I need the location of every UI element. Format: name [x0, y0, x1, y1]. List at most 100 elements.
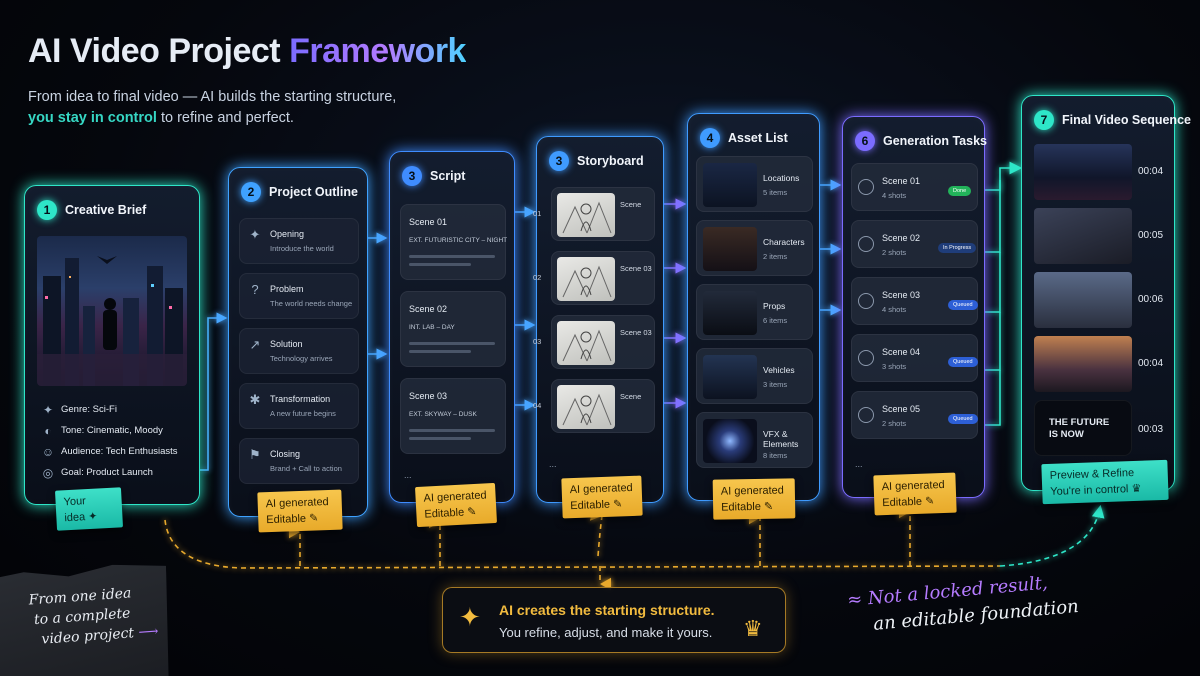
more-indicator: ... [855, 459, 863, 469]
sketch-image [557, 385, 615, 429]
status-ring-icon [858, 236, 874, 252]
asset-count: 2 items [763, 252, 788, 261]
step-number: 6 [855, 131, 875, 151]
script-line [409, 263, 471, 266]
outline-item-title: Transformation [270, 394, 331, 404]
target-icon: ◎ [42, 466, 54, 480]
storyboard-frame[interactable]: Scene 03 [551, 315, 655, 369]
task-scene: Scene 03 [882, 290, 921, 300]
scene-title: Scene 01 [409, 217, 448, 227]
scene-heading: INT. LAB – DAY [409, 324, 455, 331]
outline-item-title: Opening [270, 229, 305, 239]
video-clip[interactable] [1034, 144, 1132, 200]
brief-field: Audience: Tech Enthusiasts [61, 446, 178, 457]
transform-icon: ✱ [249, 392, 261, 407]
status-badge: In Progress [938, 243, 977, 253]
clip-duration: 00:03 [1138, 424, 1164, 435]
clip-duration: 00:04 [1138, 358, 1164, 369]
flag-icon: ⚑ [249, 447, 261, 462]
connector-wire [590, 508, 603, 557]
connector-wire [985, 312, 1001, 371]
outline-item-title: Solution [270, 339, 303, 349]
asset-thumbnail [703, 291, 757, 335]
connector-wire [985, 161, 1023, 191]
lightbulb-icon: ✦ [42, 403, 54, 417]
status-badge: Queued [948, 357, 978, 367]
storyboard-frame[interactable]: Scene [551, 187, 655, 241]
rocket-icon: ↗ [249, 337, 261, 352]
crown-icon: ♛ [743, 616, 763, 641]
panel-title: Generation Tasks [883, 134, 987, 148]
script-line [409, 437, 471, 440]
video-clip[interactable] [1034, 272, 1132, 328]
palette-icon: ◐ [44, 424, 52, 438]
step-number: 3 [549, 151, 569, 171]
panel-title: Asset List [728, 131, 788, 145]
end-title-card[interactable]: THE FUTURE IS NOW [1034, 400, 1132, 456]
connector-wire [985, 370, 1001, 426]
frame-label: Scene 03 [620, 264, 652, 273]
task-shots: 2 shots [882, 419, 907, 428]
step-number: 2 [241, 182, 261, 202]
asset-title: Props [763, 301, 786, 311]
pencil-icon: ✎ [924, 495, 935, 508]
outline-item-desc: Technology arrives [270, 354, 333, 363]
connector-wire [164, 519, 1001, 569]
asset-thumbnail [703, 355, 757, 399]
brief-field: Tone: Cinematic, Moody [61, 425, 163, 436]
summary-subtitle: You refine, adjust, and make it yours. [499, 625, 713, 640]
video-clip[interactable] [1034, 336, 1132, 392]
summary-title: AI creates the starting structure. [499, 602, 715, 618]
storyboard-frame[interactable]: Scene 03 [551, 251, 655, 305]
panel-title: Script [430, 169, 466, 183]
sketch-image [557, 193, 615, 237]
pencil-icon: ✎ [308, 512, 319, 525]
outline-item-desc: Introduce the world [270, 244, 334, 253]
summary-box: ✦ AI creates the starting structure. You… [442, 587, 786, 653]
task-scene: Scene 04 [882, 347, 921, 357]
script-line [409, 255, 495, 258]
status-ring-icon [858, 407, 874, 423]
audience-icon: ☺ [41, 445, 55, 459]
status-ring-icon [858, 179, 874, 195]
scene-title: Scene 02 [409, 304, 448, 314]
asset-thumbnail [703, 419, 757, 463]
more-indicator: ... [549, 459, 557, 469]
storyboard-frame[interactable]: Scene [551, 379, 655, 433]
script-scene-card[interactable]: Scene 02 INT. LAB – DAY [400, 291, 506, 367]
task-scene: Scene 01 [882, 176, 921, 186]
video-clip[interactable] [1034, 208, 1132, 264]
